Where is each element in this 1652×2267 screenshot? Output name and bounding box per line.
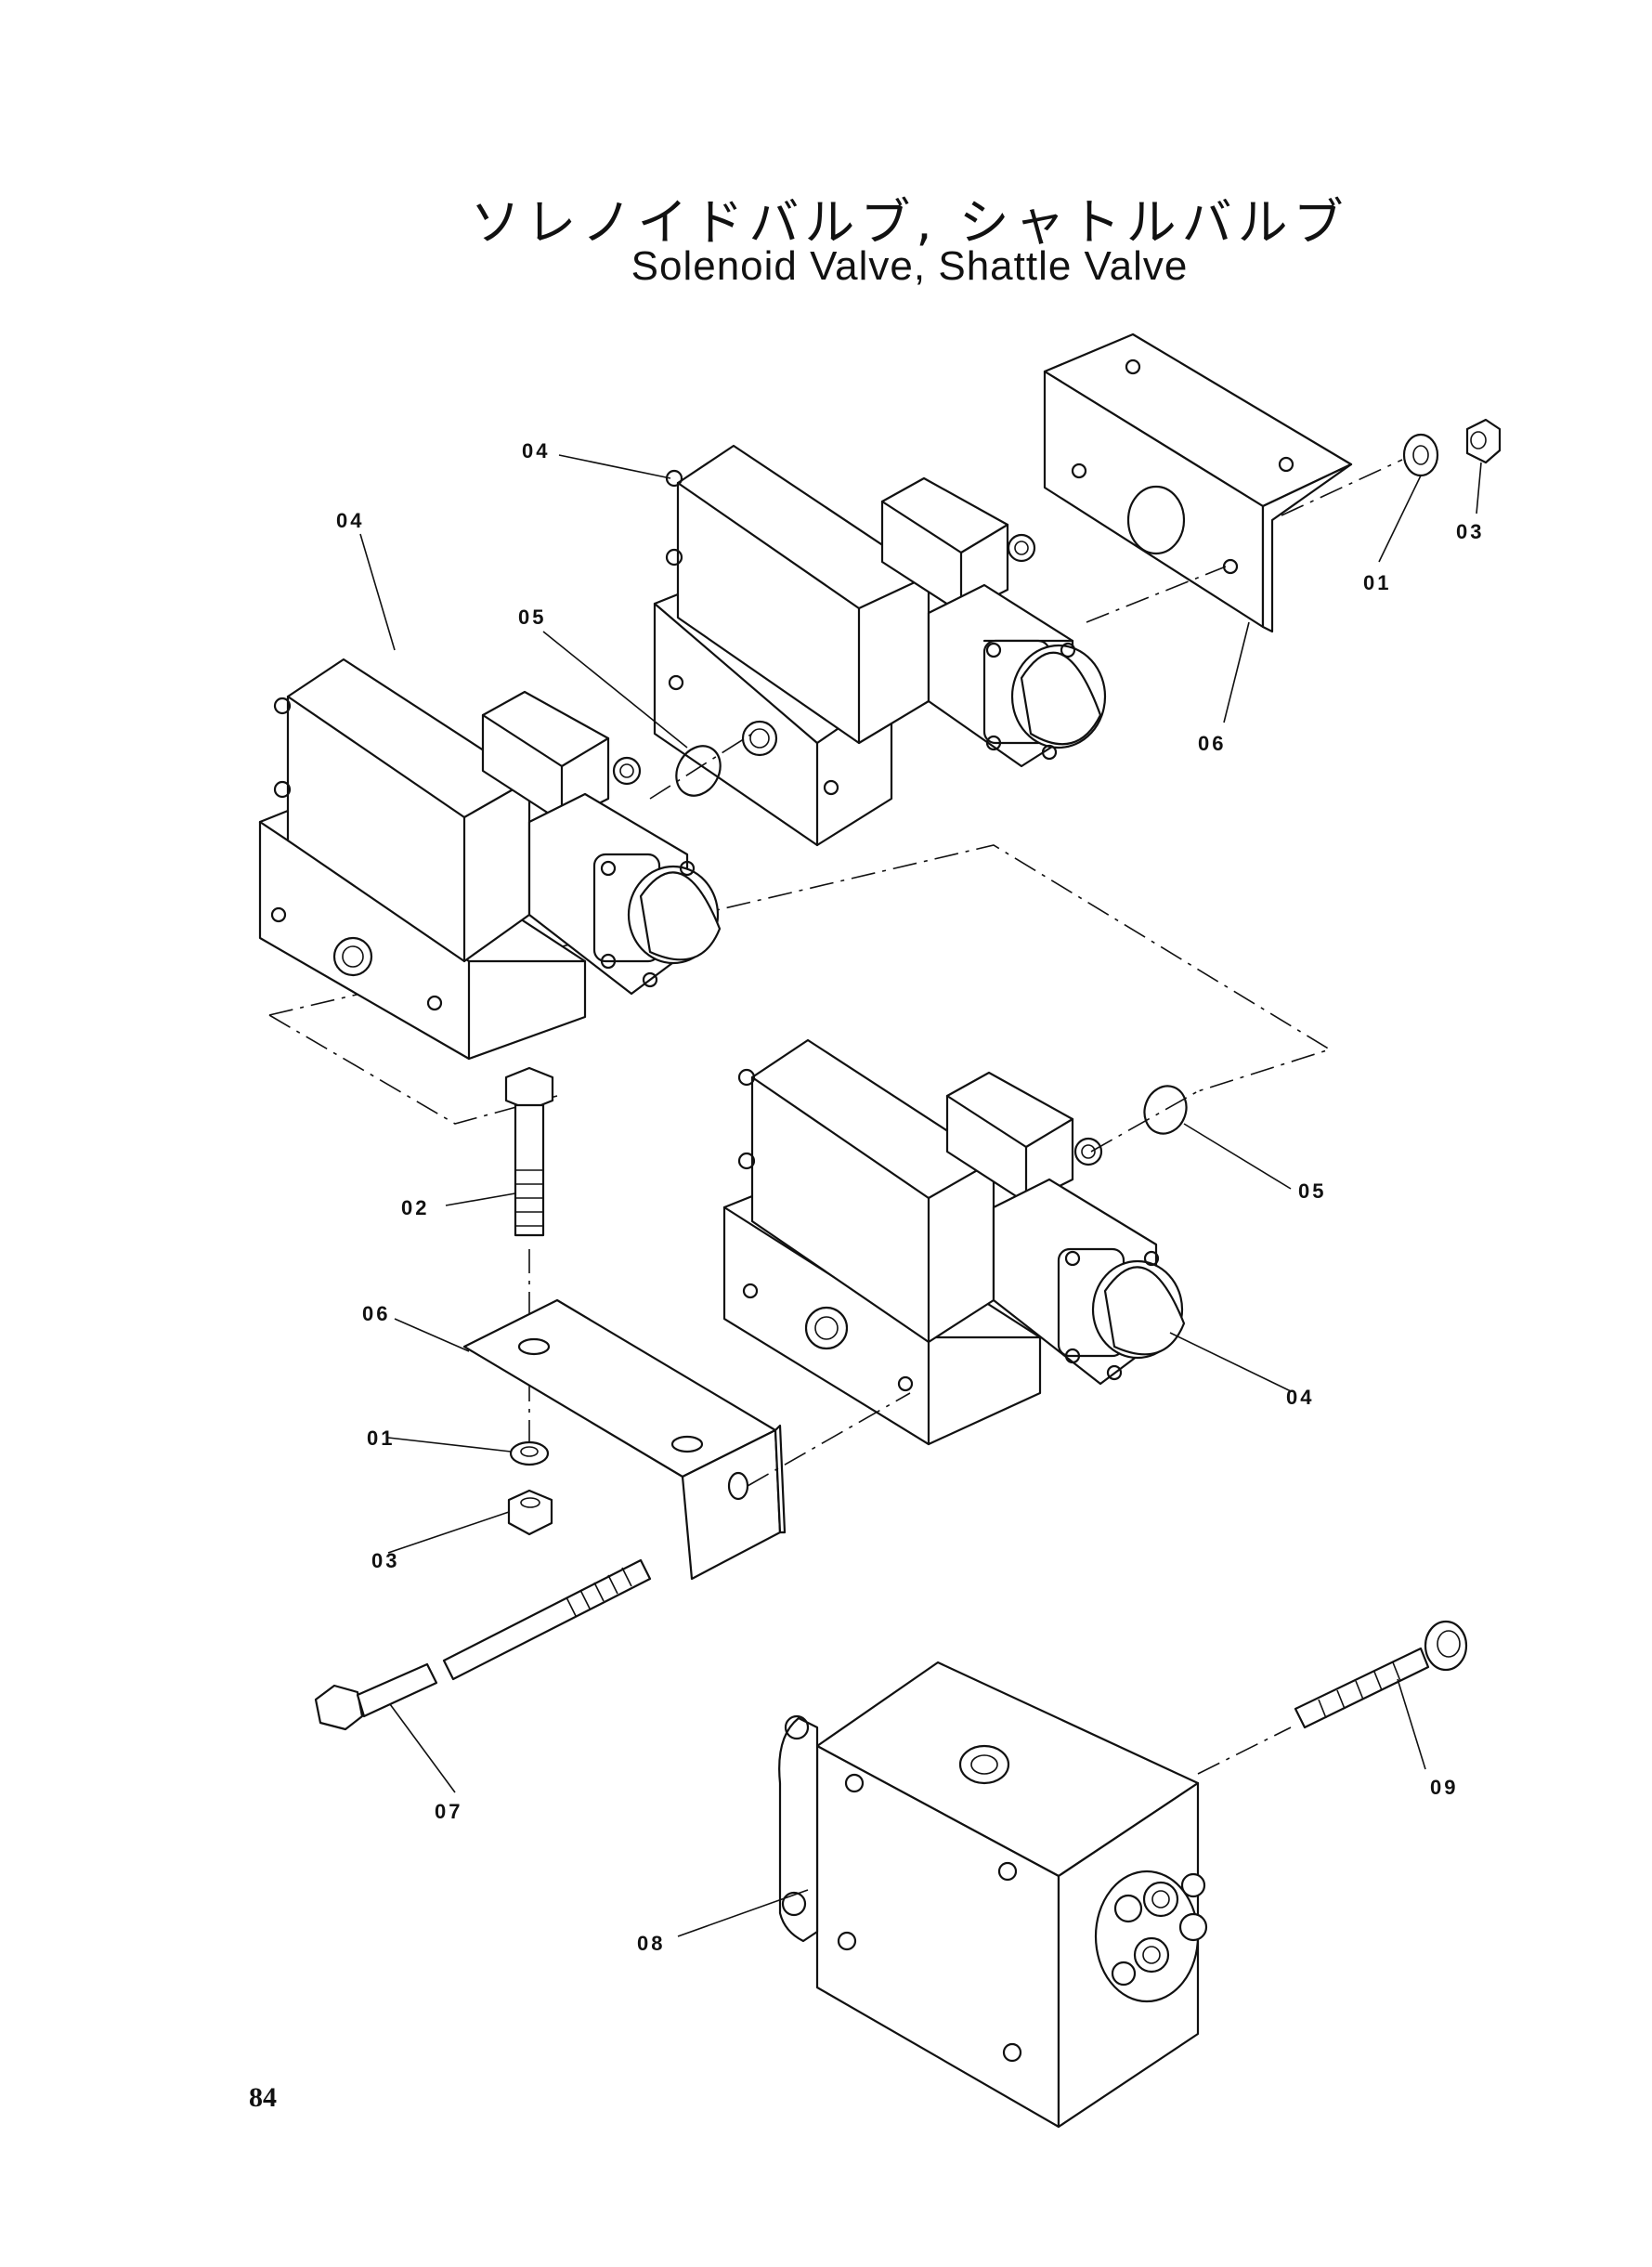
callout-06-left: 06 bbox=[362, 1302, 390, 1325]
washer-top bbox=[1402, 433, 1439, 477]
bracket-left bbox=[462, 1298, 787, 1581]
callout-09: 09 bbox=[1430, 1776, 1458, 1799]
callout-05-right: 05 bbox=[1298, 1179, 1326, 1203]
callout-01-top: 01 bbox=[1363, 571, 1391, 594]
washer-left bbox=[509, 1440, 550, 1466]
page-number: 84 bbox=[249, 2082, 277, 2113]
callout-06-top: 06 bbox=[1198, 732, 1226, 755]
callout-03-top: 03 bbox=[1456, 520, 1484, 543]
bracket-top bbox=[1043, 332, 1353, 633]
diagram-title-japanese: ソレノイドバルブ, シャトルバルブ bbox=[470, 193, 1349, 252]
assembly-outline-left bbox=[268, 1014, 558, 1125]
bolt-02 bbox=[504, 1066, 554, 1237]
callout-04-right: 04 bbox=[1286, 1386, 1314, 1409]
callout-08: 08 bbox=[637, 1932, 665, 1955]
o-ring-right bbox=[1143, 1085, 1188, 1135]
solenoid-valve-right bbox=[722, 1038, 1186, 1446]
callout-04-top: 04 bbox=[522, 439, 550, 463]
callout-07: 07 bbox=[435, 1800, 462, 1823]
callout-02: 02 bbox=[401, 1196, 429, 1219]
assembly-outline bbox=[268, 844, 1332, 1092]
callout-03-left: 03 bbox=[371, 1549, 399, 1572]
callout-04-left: 04 bbox=[336, 509, 364, 532]
nut-top bbox=[1465, 418, 1502, 464]
diagram-title-english: Solenoid Valve, Shattle Valve bbox=[631, 243, 1189, 289]
shuttle-valve bbox=[778, 1661, 1208, 2129]
solenoid-valve-top bbox=[653, 444, 1107, 847]
solenoid-valve-left bbox=[258, 658, 722, 1061]
callout-01-left: 01 bbox=[367, 1427, 395, 1450]
long-bolt-07 bbox=[314, 1558, 652, 1731]
nut-left bbox=[507, 1489, 553, 1536]
screw-09 bbox=[1294, 1620, 1468, 1729]
callout-05-left: 05 bbox=[518, 606, 546, 629]
o-ring-left bbox=[675, 745, 722, 797]
